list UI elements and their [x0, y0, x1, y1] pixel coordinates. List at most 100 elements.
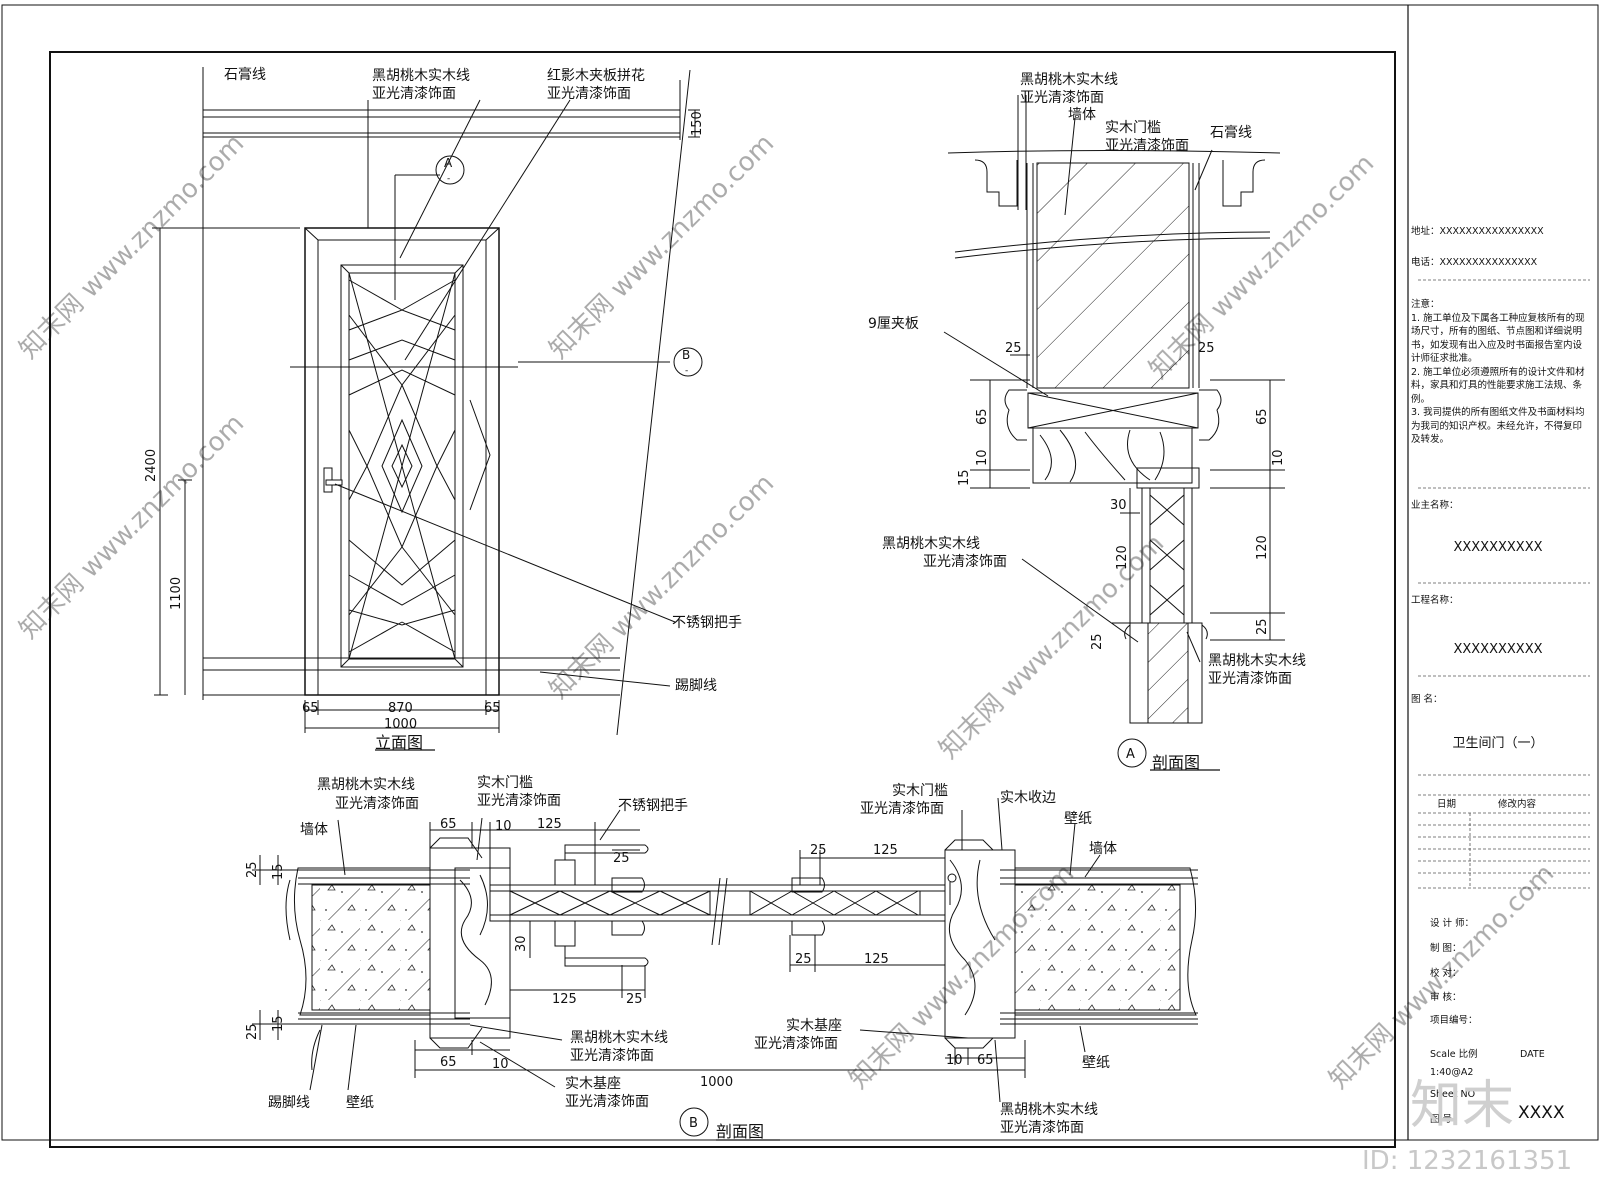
label-plywood: 9厘夹板 [868, 316, 919, 332]
dim-b-25-top: 25 [810, 843, 827, 858]
dim-2400: 2400 [144, 449, 159, 482]
sheet-cn-label: 图 号 [1430, 1114, 1453, 1125]
title-block-address: 地址：XXXXXXXXXXXXXXXX [1411, 226, 1544, 237]
revision-date-header: 日期 [1437, 799, 1457, 810]
reviewer-label: 审 核： [1430, 992, 1462, 1003]
label-b-base-right: 实木基座 [786, 1017, 842, 1034]
section-a-text: 黑胡桃木实木线 亚光清漆饰面 墙体 实木门槛 亚光清漆饰面 石膏线 9厘夹板 黑… [868, 72, 1306, 772]
label-walnut-top: 黑胡桃木实木线 [1020, 72, 1118, 88]
dim-b-30: 30 [514, 935, 529, 952]
id-watermark: ID: 1232161351 [1362, 1146, 1573, 1176]
dim-a-25-left-bottom: 25 [1090, 633, 1105, 650]
label-b-base: 实木基座 [565, 1075, 621, 1092]
section-a-view [943, 95, 1285, 771]
title-block-phone: 电话：XXXXXXXXXXXXXXX [1411, 257, 1538, 268]
dim-b-25-left-bottom: 25 [245, 1023, 260, 1040]
project-no-label: 项目编号： [1430, 1015, 1478, 1026]
elevation-text: 石膏线 黑胡桃木实木线 亚光清漆饰面 红影木夹板拼花 亚光清漆饰面 不锈钢把手 … [144, 66, 742, 752]
dim-b-10-right: 10 [946, 1053, 963, 1068]
scale-value: 1:40@A2 [1430, 1067, 1474, 1078]
label-b-jamb: 实木门槛 [477, 775, 533, 791]
label-walnut-bot: 黑胡桃木实木线 [1208, 653, 1306, 669]
dim-a-65-left: 65 [975, 408, 990, 425]
label-b-jamb-right-finish: 亚光清漆饰面 [860, 801, 944, 817]
section-b-title: 剖面图 [716, 1122, 764, 1141]
label-b-walnut-finish: 亚光清漆饰面 [335, 796, 419, 812]
dim-a-120-right: 120 [1255, 535, 1270, 560]
marker-a-sub: - [447, 174, 450, 184]
dim-a-30: 30 [1110, 498, 1127, 513]
dim-b-125: 125 [537, 817, 562, 832]
scale-label: Scale 比例 [1430, 1049, 1478, 1060]
label-b-wallpaper-left: 壁纸 [346, 1095, 374, 1111]
label-b-handle: 不锈钢把手 [618, 798, 688, 814]
label-handle: 不锈钢把手 [672, 615, 742, 631]
sheet-no-label: Sheet NO [1430, 1089, 1476, 1100]
label-gypsum-line: 石膏线 [224, 66, 266, 83]
label-jamb-finish: 亚光清漆饰面 [1105, 138, 1189, 154]
dim-a-25-left: 25 [1005, 341, 1022, 356]
dim-b-15-left-bottom: 15 [271, 1015, 286, 1032]
label-b-walnut-bottom-right: 黑胡桃木实木线 [1000, 1102, 1098, 1118]
label-b-jamb-finish: 亚光清漆饰面 [477, 793, 561, 809]
label-b-walnut-bottom-right-finish: 亚光清漆饰面 [1000, 1120, 1084, 1136]
dim-a-10-right: 10 [1271, 449, 1286, 466]
label-b-base-finish: 亚光清漆饰面 [565, 1094, 649, 1110]
dim-a-15-left: 15 [957, 469, 972, 486]
dim-1000: 1000 [384, 717, 417, 732]
dim-b-25-left-top: 25 [245, 861, 260, 878]
label-b-wallpaper-right: 壁纸 [1064, 811, 1092, 827]
label-b-wall-left: 墙体 [300, 822, 328, 838]
sheet-value: XXXX [1518, 1103, 1565, 1123]
label-walnut-bot-finish: 亚光清漆饰面 [1208, 671, 1292, 687]
dim-1100: 1100 [169, 577, 184, 610]
label-b-jamb-right: 实木门槛 [892, 783, 948, 799]
label-b-walnut-bottom: 黑胡桃木实木线 [570, 1030, 668, 1046]
label-gypsum: 石膏线 [1210, 124, 1252, 141]
dim-b-25-handle: 25 [613, 851, 630, 866]
project-value: XXXXXXXXXX [1453, 642, 1543, 657]
label-b-skirting: 踢脚线 [268, 1095, 310, 1111]
dim-b-65-bottom: 65 [440, 1055, 457, 1070]
marker-a-letter: A [444, 156, 453, 170]
note-item: 1. 施工单位及下属各工种应复核所有的现场尺寸，所有的图纸、节点图和详细说明书，… [1411, 312, 1585, 365]
label-walnut-mid: 黑胡桃木实木线 [882, 536, 980, 552]
project-label: 工程名称： [1411, 595, 1459, 606]
section-b-view [252, 797, 1198, 1141]
drawing-value: 卫生间门（一） [1452, 736, 1544, 751]
marker-b-letter: B [682, 348, 690, 362]
dim-b-25-mid: 25 [795, 952, 812, 967]
label-walnut-finish: 亚光清漆饰面 [372, 86, 456, 102]
title-block-frame [1418, 279, 1590, 889]
dim-a-10-left: 10 [975, 449, 990, 466]
watermark-text: 知末网 www.znzmo.com [544, 469, 780, 705]
section-a-title: 剖面图 [1152, 753, 1200, 772]
sheet-frame [1, 4, 1599, 1148]
checker-label: 校 对： [1430, 968, 1462, 979]
label-b-edge: 实木收边 [1000, 790, 1056, 806]
watermark-layer: 知末网 www.znzmo.com 知末网 www.znzmo.com 知末网 … [14, 129, 1560, 1095]
label-b-walnut-bottom-finish: 亚光清漆饰面 [570, 1048, 654, 1064]
note-item: 2. 施工单位必须遵照所有的设计文件和材料，家具和灯具的性能要求施工法规、条例。 [1411, 366, 1585, 405]
dim-b-1000: 1000 [700, 1075, 733, 1090]
owner-label: 业主名称： [1411, 500, 1459, 511]
section-b-text: 黑胡桃木实木线 亚光清漆饰面 墙体 实木门槛 亚光清漆饰面 不锈钢把手 实木门槛… [245, 775, 1117, 1141]
label-b-wallpaper-bottom-right: 壁纸 [1082, 1055, 1110, 1071]
label-b-walnut: 黑胡桃木实木线 [317, 777, 415, 793]
marker-b-circle-letter: B [689, 1116, 698, 1131]
dim-b-125-mid: 125 [864, 952, 889, 967]
label-walnut-top-finish: 亚光清漆饰面 [1020, 90, 1104, 106]
label-wall: 墙体 [1068, 107, 1096, 123]
elevation-view [152, 67, 703, 751]
dim-870: 870 [388, 701, 413, 716]
dim-b-10-bottom: 10 [492, 1057, 509, 1072]
label-walnut-line: 黑胡桃木实木线 [372, 68, 470, 84]
marker-b-sub: - [685, 366, 688, 376]
dim-150: 150 [690, 111, 705, 136]
title-block-notes: 注意： 1. 施工单位及下属各工种应复核所有的现场尺寸，所有的图纸、节点图和详细… [1411, 298, 1587, 447]
label-walnut-mid-finish: 亚光清漆饰面 [923, 554, 1007, 570]
dim-a-120-left: 120 [1115, 545, 1130, 570]
label-b-wall-right: 墙体 [1089, 841, 1117, 857]
label-veneer-finish: 亚光清漆饰面 [547, 86, 631, 102]
